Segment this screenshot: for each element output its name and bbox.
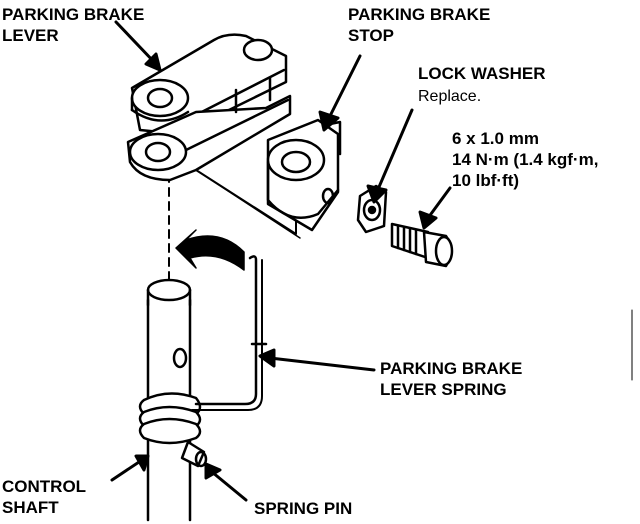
parking-brake-stop-label-line-1: PARKING BRAKE — [348, 5, 491, 24]
bolt-spec-label: 6 x 1.0 mm 14 N·m (1.4 kgf·m, 10 lbf·ft) — [452, 128, 598, 191]
parking-brake-lever-spring — [138, 255, 268, 445]
control-shaft-label-line-1: CONTROL — [2, 477, 87, 496]
lock-washer-label: LOCK WASHER — [418, 64, 546, 83]
spring-pin-label: SPRING PIN — [254, 499, 353, 518]
bolt-spec-line-3: 10 lbf·ft) — [452, 171, 520, 190]
control-shaft-label: CONTROL SHAFT — [2, 476, 86, 518]
leader-lines — [110, 20, 452, 502]
lever-spring-label-line-2: LEVER SPRING — [380, 380, 507, 399]
spring-pin — [180, 440, 208, 468]
bolt-spec-line-1: 6 x 1.0 mm — [452, 129, 539, 148]
parking-brake-stop — [195, 118, 342, 239]
parking-brake-lever — [126, 33, 292, 182]
lever-spring-label-line-1: PARKING BRAKE — [380, 359, 523, 378]
parking-brake-lever-label: PARKING BRAKE LEVER — [2, 4, 144, 46]
lock-washer-note: Replace. — [418, 88, 482, 105]
parking-brake-lever-spring-label: PARKING BRAKE LEVER SPRING — [380, 358, 522, 400]
parking-brake-stop-label: PARKING BRAKE STOP — [348, 4, 490, 46]
bolt-spec-line-2: 14 N·m (1.4 kgf·m, — [452, 150, 599, 169]
parking-brake-lever-label-line-1: PARKING BRAKE — [2, 5, 145, 24]
rotation-arrow — [175, 229, 245, 271]
parking-brake-stop-label-line-2: STOP — [348, 26, 394, 45]
bolt — [390, 222, 454, 268]
control-shaft-label-line-2: SHAFT — [2, 498, 59, 517]
parking-brake-lever-label-line-2: LEVER — [2, 26, 59, 45]
